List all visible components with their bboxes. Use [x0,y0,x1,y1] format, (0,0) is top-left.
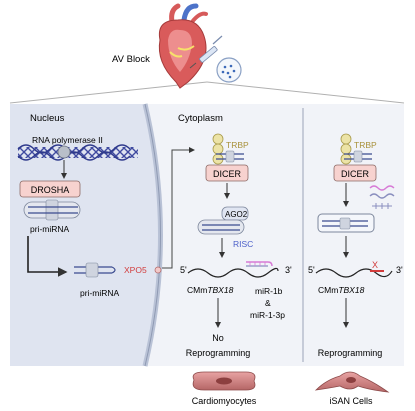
drosha-label: DROSHA [31,185,70,195]
block-x-mark: X [372,260,378,270]
dna-strand [17,144,138,161]
mrna-target-1: 5' 3' [180,261,292,278]
ago2-label: AGO2 [225,210,248,219]
cardiomyocyte-icon [192,371,256,391]
rna-polymerase-label: RNA polymerase II [32,135,103,145]
trbp-label-right: TRBP [354,140,377,150]
mrna-target-right: 5' 3' X [308,260,403,278]
mirna-bound-1 [246,261,273,267]
pre-mirna-right [344,150,372,163]
isan-cells-label: iSAN Cells [329,396,373,406]
polymerase-icon [57,145,71,159]
amp-label: & [265,298,271,308]
mir1b-label: miR-1b [255,286,283,296]
no-label: No [212,333,224,343]
nuclear-pore [154,266,162,274]
drosha-box: DROSHA [19,180,81,198]
no-reprogramming-label: Reprogramming [186,348,251,358]
cytoplasm-title: Cytoplasm [178,113,223,124]
cardiomyocytes-label: Cardiomyocytes [192,396,257,406]
three-prime-right: 3' [396,265,403,275]
pri-mirna-label-2: pri-miRNA [80,288,120,298]
isan-cell-icon [314,371,390,393]
export-arrow [27,236,68,277]
syringe-icon [189,35,223,69]
empty-complex-right [317,213,375,233]
heart-icon [158,3,208,89]
cmm-label-right: CMmTBX18 [318,285,365,295]
pri-mirna-hairpin-1 [23,199,81,221]
cytoplasm-export-arrow [162,147,195,269]
dicer-label-right: DICER [341,169,370,179]
reprogramming-label-right: Reprogramming [318,348,383,358]
pri-mirna-label-1: pri-miRNA [30,224,70,234]
xpo5-label: XPO5 [124,265,147,275]
five-prime-right: 5' [308,265,315,275]
nucleus-title: Nucleus [30,113,65,124]
cmm-label-1: CMmTBX18 [187,285,234,295]
right-section: TRBP DICER 5' 3' X [308,133,403,358]
risc-label: RISC [233,239,253,249]
dicer-box-right: DICER [333,164,377,182]
top-section: AV Block [9,3,405,104]
free-mirna-right [369,185,395,209]
dicer-label: DICER [213,169,242,179]
ago2-complex: AGO2 [197,206,249,235]
cytoplasm-section: Cytoplasm TRBP DICER AGO2 RISC 5' [162,113,292,358]
vesicle-icon [216,57,242,83]
five-prime-1: 5' [180,265,187,275]
cells-row: Cardiomyocytes iSAN Cells [192,371,390,406]
pre-mirna-1 [216,150,244,163]
three-prime-1: 3' [285,265,292,275]
av-block-label: AV Block [112,54,150,65]
trbp-label: TRBP [226,140,249,150]
mir13p-label: miR-1-3p [250,310,285,320]
dicer-box: DICER [205,164,249,182]
pri-mirna-hairpin-2 [74,262,116,278]
nucleus-section: Nucleus RNA polymerase II DROSHA pri-miR… [17,113,162,298]
